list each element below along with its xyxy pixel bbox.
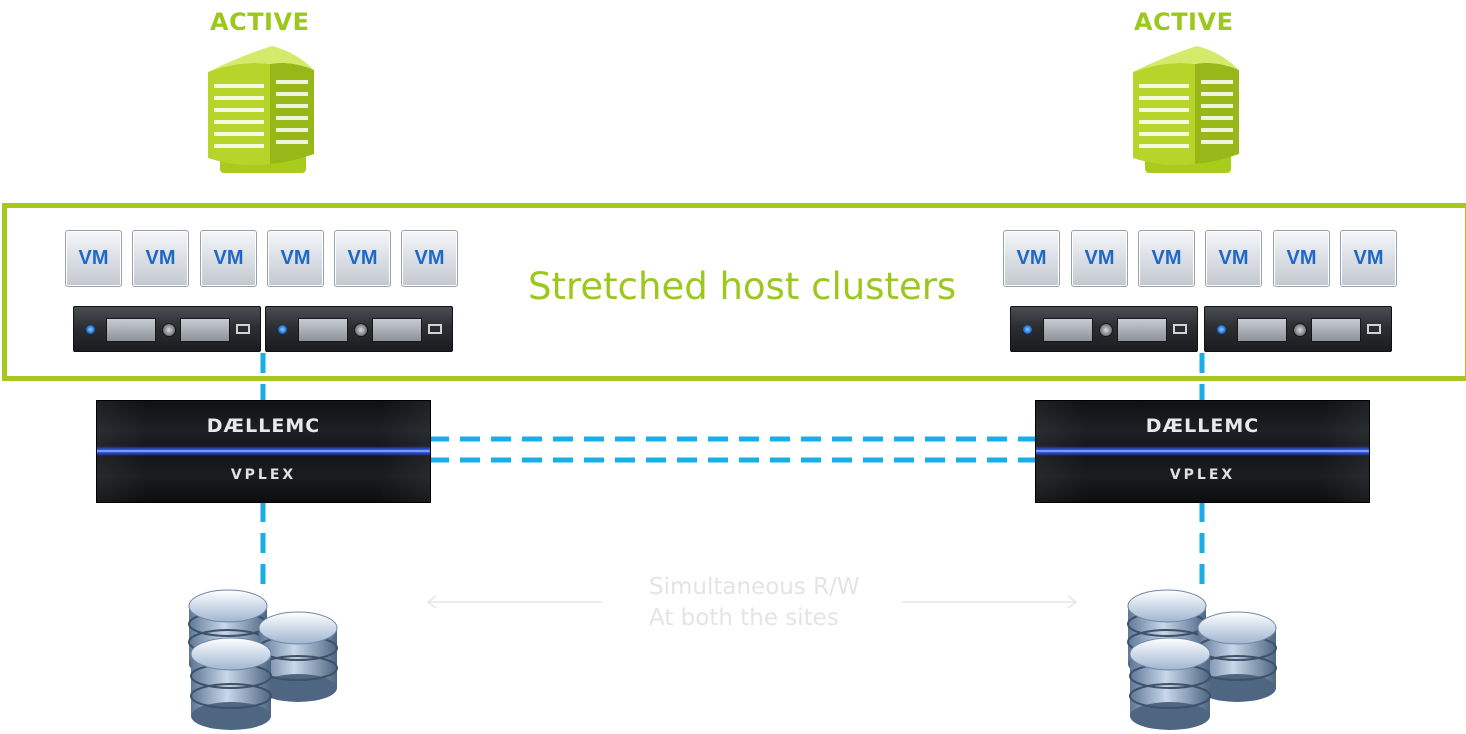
rack-server-icon [265,306,453,352]
vm-icon: VM [1340,230,1397,287]
right-site-status: ACTIVE [1134,8,1234,36]
vm-icon: VM [132,230,189,287]
vm-icon: VM [1273,230,1330,287]
vm-icon: VM [1138,230,1195,287]
vplex-brand-label: DÆLLEMC [1145,415,1260,437]
vm-icon: VM [1003,230,1060,287]
replication-line-1: Simultaneous R/W [649,574,860,600]
storage-database-icon [1127,589,1277,730]
rack-server-icon [73,306,261,352]
vplex-model-label: VPLEX [230,467,297,483]
vplex-model-label: VPLEX [1169,467,1236,483]
vplex-appliance-icon: DÆLLEMC VPLEX [1035,400,1370,503]
rack-server-icon [1010,306,1198,352]
vm-icon: VM [200,230,257,287]
double-arrow-icon [426,595,1078,609]
left-site-status: ACTIVE [210,8,310,36]
replication-line-2: At both the sites [649,605,839,631]
vm-icon: VM [267,230,324,287]
vm-icon: VM [401,230,458,287]
vplex-brand-label: DÆLLEMC [206,415,321,437]
vm-icon: VM [65,230,122,287]
cluster-label: Stretched host clusters [528,265,957,308]
vm-icon: VM [1205,230,1262,287]
vm-icon: VM [1071,230,1128,287]
datacenter-building-icon [1133,46,1239,173]
rack-server-icon [1204,306,1392,352]
vplex-appliance-icon: DÆLLEMC VPLEX [96,400,431,503]
datacenter-building-icon [208,46,314,173]
replication-note: Simultaneous R/W At both the sites [649,572,899,634]
vm-icon: VM [334,230,391,287]
storage-database-icon [188,589,338,730]
